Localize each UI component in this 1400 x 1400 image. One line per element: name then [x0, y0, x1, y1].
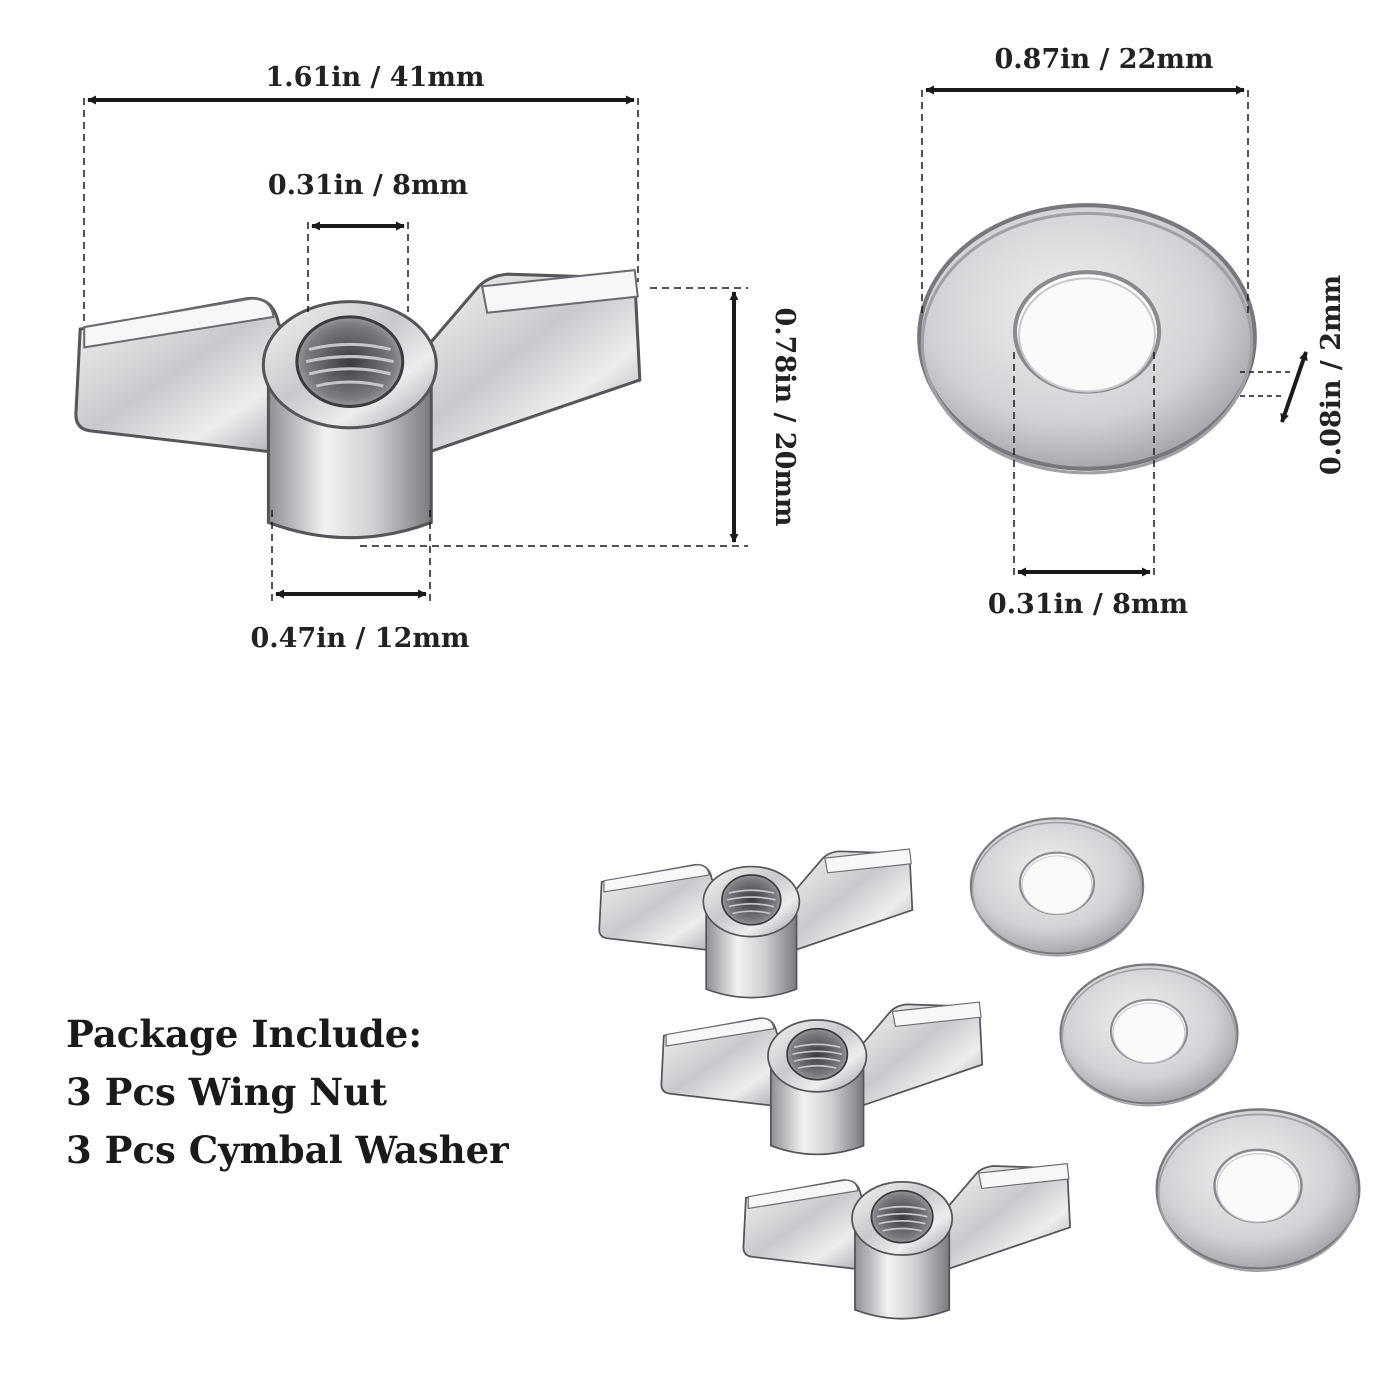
package-washer-2	[1059, 963, 1239, 1107]
package-wing-nut-3	[742, 1162, 1072, 1320]
package-contents: Package Include: 3 Pcs Wing Nut 3 Pcs Cy…	[66, 1005, 509, 1179]
package-wing-nut-2	[660, 1001, 984, 1156]
package-item-cymbal-washer: 3 Pcs Cymbal Washer	[66, 1128, 509, 1172]
washer-inner-diameter-label: 0.31in / 8mm	[988, 589, 1188, 620]
wing-nut-barrel-diameter-label: 0.47in / 12mm	[250, 623, 469, 654]
wing-nut-dimension-lines	[83, 95, 748, 604]
washer-dimension-lines	[921, 85, 1308, 580]
package-wing-nut-1	[598, 848, 914, 999]
package-heading: Package Include:	[66, 1012, 422, 1056]
thickness-arrow	[1280, 351, 1308, 423]
package-washer-1	[969, 817, 1145, 957]
package-item-wing-nut: 3 Pcs Wing Nut	[66, 1070, 388, 1114]
wing-nut-height-label: 0.78in / 20mm	[769, 307, 800, 526]
wing-nut-thread-diameter-label: 0.31in / 8mm	[268, 170, 468, 201]
wing-nut-icon	[74, 268, 642, 540]
washer-outer-diameter-label: 0.87in / 22mm	[994, 44, 1213, 75]
wing-nut-total-width-label: 1.61in / 41mm	[265, 62, 484, 93]
washer-thickness-label: 0.08in / 2mm	[1316, 275, 1347, 475]
cymbal-washer-icon	[919, 205, 1255, 473]
package-washer-3	[1155, 1108, 1361, 1273]
